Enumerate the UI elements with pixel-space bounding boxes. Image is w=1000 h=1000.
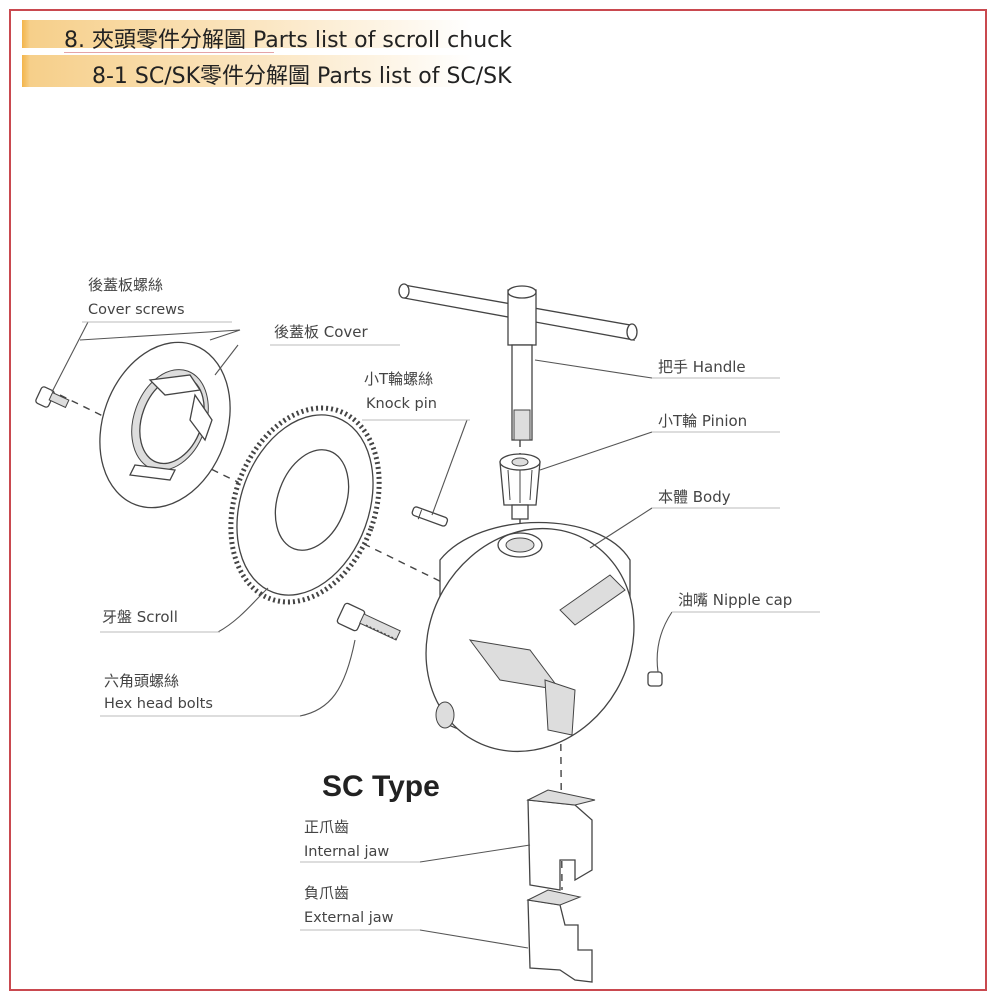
leader-pinion bbox=[539, 431, 653, 471]
sc-type-label: SC Type bbox=[322, 770, 440, 803]
handle-part bbox=[398, 283, 638, 441]
label-pinion: 小T輪 Pinion bbox=[658, 412, 747, 430]
label-knock-pin-en: Knock pin bbox=[366, 396, 437, 412]
title-underline bbox=[64, 52, 274, 53]
leader-scroll bbox=[217, 587, 269, 633]
leader-cover-plate bbox=[214, 344, 239, 376]
external-jaw-part bbox=[526, 889, 593, 983]
label-internal-jaw-zh: 正爪齒 bbox=[304, 818, 349, 836]
leader-hex-bolts bbox=[299, 639, 356, 717]
header-band-1 bbox=[22, 20, 622, 48]
nipple-cap-part bbox=[647, 671, 663, 687]
page-title: 8. 夾頭零件分解圖 Parts list of scroll chuck bbox=[64, 28, 512, 53]
header-band-2 bbox=[22, 55, 622, 87]
label-cover-screws-zh: 後蓋板螺絲 bbox=[88, 276, 163, 294]
pinion-part bbox=[499, 453, 541, 520]
label-internal-jaw-en: Internal jaw bbox=[304, 844, 389, 860]
label-cover-screws-en: Cover screws bbox=[88, 302, 185, 318]
cover-screw-part bbox=[35, 386, 70, 409]
leader-external-jaw bbox=[419, 929, 529, 949]
scroll-part bbox=[228, 405, 382, 605]
leader-cover bbox=[79, 329, 241, 341]
label-body: 本體 Body bbox=[658, 488, 731, 506]
page-subtitle: 8-1 SC/SK零件分解圖 Parts list of SC/SK bbox=[92, 64, 512, 89]
internal-jaw-part bbox=[526, 789, 596, 891]
label-cover: 後蓋板 Cover bbox=[274, 323, 369, 341]
knock-pin-part bbox=[411, 506, 449, 527]
label-hex-bolts-en: Hex head bolts bbox=[104, 696, 213, 712]
label-external-jaw-zh: 負爪齒 bbox=[304, 884, 349, 902]
label-nipple-cap: 油嘴 Nipple cap bbox=[678, 591, 792, 609]
leader-cover-screws bbox=[51, 321, 89, 393]
body-part bbox=[425, 521, 635, 753]
label-external-jaw-en: External jaw bbox=[304, 910, 394, 926]
label-hex-bolts-zh: 六角頭螺絲 bbox=[104, 672, 179, 690]
cover-plate-part bbox=[99, 341, 231, 509]
leader-nipple-cap bbox=[656, 611, 673, 673]
leader-knock-pin bbox=[431, 419, 468, 516]
page-frame bbox=[9, 9, 987, 991]
label-handle: 把手 Handle bbox=[658, 358, 746, 376]
label-scroll: 牙盤 Scroll bbox=[102, 608, 178, 626]
hex-bolt-part bbox=[336, 602, 401, 641]
label-knock-pin-zh: 小T輪螺絲 bbox=[364, 370, 433, 388]
leader-internal-jaw bbox=[419, 844, 531, 863]
leader-handle bbox=[534, 359, 653, 379]
leader-body bbox=[589, 507, 653, 549]
